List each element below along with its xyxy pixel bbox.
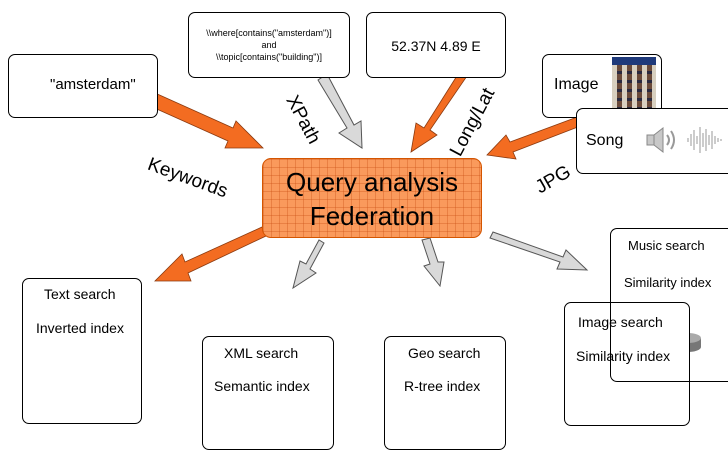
engine-index-geo: R-tree index: [404, 378, 481, 394]
arrow-to-text: [154, 226, 267, 282]
song-label: Song: [586, 132, 624, 149]
coords-input-box: [366, 12, 506, 78]
arrow-to-xml: [292, 239, 325, 290]
waveform-icon: [687, 127, 722, 153]
arrow-to-image: [489, 231, 589, 271]
hub-title-line2: Federation: [309, 201, 435, 231]
engine-box-music: [610, 228, 728, 382]
engine-title-geo: Geo search: [408, 345, 481, 361]
arrow-to-geo: [421, 237, 445, 288]
speaker-icon: [646, 126, 675, 154]
coords-text: 52.37N 4.89 E: [391, 38, 481, 54]
xpath-query-line1: \\where[contains("amsterdam")]: [206, 28, 332, 38]
keywords-input-box: [8, 54, 158, 118]
engine-box-text: [22, 278, 142, 424]
engine-index-music: Similarity index: [624, 275, 712, 290]
engine-title-music: Music search: [628, 238, 705, 253]
image-label: Image: [554, 76, 599, 93]
arrow-longlat: [410, 70, 468, 153]
xpath-input-box: [188, 12, 350, 78]
query-analysis-hub: Query analysis Federation: [262, 158, 482, 238]
engine-title-xml: XML search: [224, 345, 299, 361]
keywords-query-text: "amsterdam": [50, 76, 136, 93]
arrow-jpg: [486, 115, 584, 160]
engine-box-xml: [202, 336, 334, 450]
engine-index-text: Inverted index: [36, 320, 124, 336]
hub-title-line1: Query analysis: [286, 167, 458, 197]
engine-box-image: [564, 302, 690, 426]
engine-title-image: Image search: [578, 314, 663, 330]
engine-title-text: Text search: [44, 286, 116, 302]
arrow-xpath: [317, 73, 363, 149]
xpath-query-line2: and: [261, 40, 277, 50]
engine-index-image: Similarity index: [576, 348, 671, 364]
engine-box-geo: [384, 336, 506, 450]
engine-index-xml: Semantic index: [214, 378, 310, 394]
xpath-query-line3: \\topic[contains("building")]: [216, 52, 322, 62]
